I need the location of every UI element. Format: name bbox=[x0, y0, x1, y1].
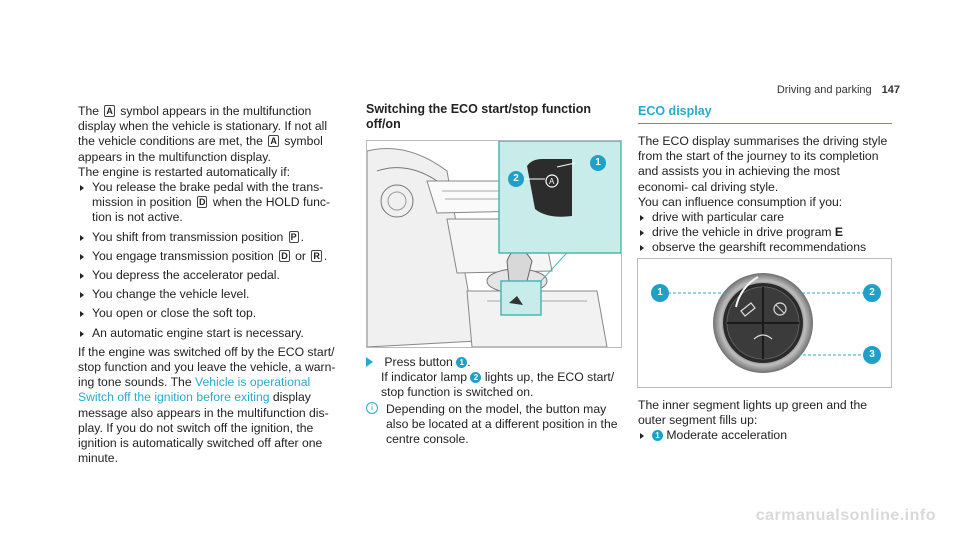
callout-1-badge: 1 bbox=[652, 430, 663, 442]
paragraph-segment: The inner segment lights up green and th… bbox=[638, 398, 868, 428]
list-item: 1 Moderate acceleration bbox=[638, 428, 892, 443]
list-item: You release the brake pedal with the tra… bbox=[78, 180, 340, 226]
list-item: observe the gearshift recommendations bbox=[638, 240, 892, 255]
right-text-bottom: The inner segment lights up green and th… bbox=[638, 398, 892, 444]
paragraph-restart: The engine is restarted automatically if… bbox=[78, 164, 291, 179]
right-column: ECO display The ECO display summarises t… bbox=[638, 104, 892, 256]
list-item: drive with particular care bbox=[638, 210, 892, 225]
gear-p-icon: P bbox=[288, 230, 299, 243]
right-text: The ECO display summarises the driving s… bbox=[638, 134, 892, 256]
vehicle-operational-message-link[interactable]: Vehicle is operational Switch off the ig… bbox=[78, 375, 311, 405]
list-item: You shift from transmission position P. bbox=[78, 230, 340, 245]
callout-1-badge: 1 bbox=[651, 284, 669, 302]
callout-2-badge: 2 bbox=[470, 372, 482, 384]
list-item: drive the vehicle in drive program E bbox=[638, 225, 892, 240]
list-item: You depress the accelerator pedal. bbox=[78, 268, 340, 283]
console-figure: A 2 1 bbox=[366, 140, 622, 348]
page-number: 147 bbox=[881, 84, 900, 96]
list-item: You open or close the soft top. bbox=[78, 306, 340, 321]
paragraph-eco-symbol: The A symbol appears in the multifunctio… bbox=[78, 104, 328, 164]
callout-1-badge: 1 bbox=[590, 155, 606, 171]
paragraph-eco-display: The ECO display summarises the driving s… bbox=[638, 134, 888, 194]
svg-text:A: A bbox=[549, 177, 555, 186]
gear-d-icon: D bbox=[196, 196, 208, 209]
eco-symbol-icon: A bbox=[104, 105, 115, 117]
step-indicator-lamp: If indicator lamp 2 lights up, the ECO s… bbox=[381, 370, 615, 400]
list-item: An automatic engine start is necessary. bbox=[78, 326, 340, 341]
left-column: The A symbol appears in the multifunctio… bbox=[78, 104, 340, 466]
step-press-button: Press button 1. bbox=[366, 355, 622, 370]
callout-3-badge: 3 bbox=[863, 346, 881, 364]
list-item: You change the vehicle level. bbox=[78, 287, 340, 302]
eco-display-figure: 1 2 3 bbox=[637, 258, 892, 388]
center-console-illustration: A bbox=[367, 141, 621, 347]
section-title: Driving and parking bbox=[776, 84, 872, 96]
section-heading: Switching the ECO start/stop function of… bbox=[366, 102, 591, 131]
callout-1-badge: 1 bbox=[456, 357, 468, 368]
gear-r-icon: R bbox=[311, 249, 322, 262]
page-header: Driving and parking 147 bbox=[777, 84, 900, 96]
heading-rule bbox=[638, 123, 892, 124]
info-note: i Depending on the model, the button may… bbox=[366, 401, 622, 448]
paragraph-influence: You can influence consumption if you: bbox=[638, 194, 843, 209]
eco-display-illustration bbox=[668, 273, 864, 373]
step-arrow-icon bbox=[366, 357, 373, 367]
section-heading: ECO display bbox=[638, 104, 712, 118]
callout-2-badge: 2 bbox=[863, 284, 881, 302]
paragraph-warning: If the engine was switched off by the EC… bbox=[78, 344, 336, 466]
list-item: You engage transmission position D or R. bbox=[78, 249, 340, 264]
middle-column: Switching the ECO start/stop function of… bbox=[366, 102, 622, 132]
gear-d-icon: D bbox=[279, 249, 290, 262]
eco-symbol-icon: A bbox=[268, 135, 279, 148]
middle-steps: Press button 1. If indicator lamp 2 ligh… bbox=[366, 355, 622, 447]
watermark: carmanualsonline.info bbox=[755, 507, 936, 524]
callout-2-badge: 2 bbox=[508, 171, 524, 187]
info-icon: i bbox=[366, 401, 378, 414]
